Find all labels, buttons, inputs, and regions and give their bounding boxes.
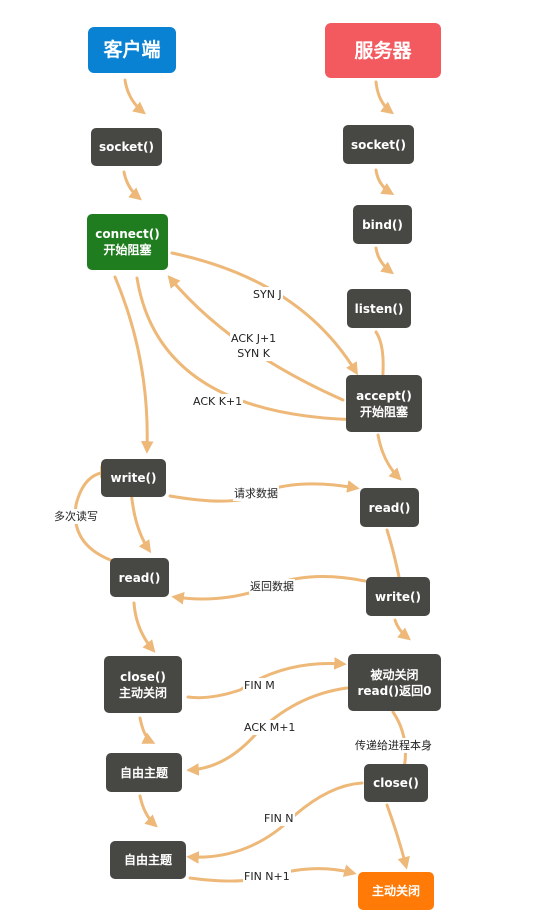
arrow-write-to-read [129,488,152,554]
label-fin-n1: FIN N+1 [243,869,291,884]
client-title: 客户端 [88,27,176,73]
arrow-client-title-to-socket [123,78,146,115]
client-free-topic-1: 自由主题 [106,753,182,792]
arrow-bind-to-listen [374,246,394,275]
label-multi-read-write: 多次读写 [53,509,99,524]
server-accept-node: accept()开始阻塞 [346,375,422,432]
server-listen-node: listen() [347,289,411,328]
client-close-node: close()主动关闭 [104,656,182,713]
arrow-read-to-close [132,601,156,653]
arrow-client-socket-to-connect [122,170,142,201]
server-write-node: write() [366,577,430,616]
arrow-close-to-active-close [385,803,410,870]
arrow-multi-rw-loop [73,465,115,563]
label-request-data: 请求数据 [233,486,279,501]
server-active-close-node: 主动关闭 [358,872,434,910]
arrow-server-title-to-socket [374,80,394,115]
server-socket-node: socket() [343,125,414,164]
arrow-fin-n [186,781,364,864]
arrow-ack-k1 [135,276,376,427]
server-read-node: read() [360,488,419,527]
server-close-node: close() [364,764,428,802]
client-connect-node: connect()开始阻塞 [87,214,168,270]
label-ack-k1: ACK K+1 [192,394,244,409]
arrow-server-socket-to-bind [374,168,395,195]
label-syn-j: SYN J [252,287,283,302]
arrow-accept-to-read [376,433,402,481]
server-title: 服务器 [325,23,441,78]
server-bind-node: bind() [353,205,412,244]
label-pass-to-process: 传递给进程本身 [354,738,433,753]
client-write-node: write() [101,459,166,497]
arrow-write-to-passive-close [393,618,411,641]
arrow-close-to-free1 [138,716,156,744]
label-ack-m1: ACK M+1 [243,720,297,735]
client-read-node: read() [110,558,169,597]
label-fin-m: FIN M [243,678,276,693]
client-socket-node: socket() [91,128,162,166]
client-free-topic-2: 自由主题 [110,841,186,879]
label-return-data: 返回数据 [249,579,295,594]
arrow-free1-to-free2 [138,794,158,828]
arrow-connect-to-write [113,275,154,454]
label-fin-n: FIN N [263,811,295,826]
